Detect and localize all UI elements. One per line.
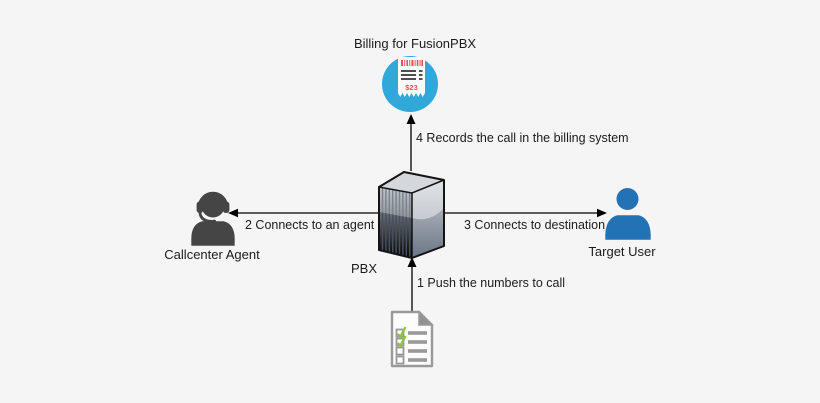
server-icon (378, 171, 445, 259)
arrowhead-up-to-pbx (407, 257, 417, 267)
agent-node-label: Callcenter Agent (164, 247, 260, 262)
target-user-node-label: Target User (588, 244, 656, 259)
checklist-document-icon (390, 310, 434, 368)
server-left-shine (379, 187, 412, 218)
server-vents (381, 187, 411, 258)
agent-body (188, 218, 238, 248)
receipt-barcode (401, 60, 423, 66)
server-front-face (412, 180, 444, 258)
edge-label-record-billing: 4 Records the call in the billing system (416, 131, 629, 145)
document-checklist-rows (395, 328, 427, 365)
server-outline (378, 171, 445, 259)
billing-node-label: Billing for FusionPBX (353, 36, 477, 51)
receipt-icon: $23 (382, 56, 438, 112)
receipt-lines (401, 70, 423, 80)
edge-label-connect-destination: 3 Connects to destination (464, 218, 606, 232)
arrowhead-right-to-target (597, 208, 607, 218)
receipt-paper (398, 57, 425, 97)
edge-label-push-numbers: 1 Push the numbers to call (417, 276, 565, 290)
target-user-body (602, 212, 654, 242)
agent-head (201, 194, 225, 218)
document-folded-corner (418, 310, 434, 326)
document-green-checks (396, 326, 407, 348)
receipt-amount-text: $23 (405, 83, 418, 92)
agent-headset-mic-boom (198, 212, 214, 223)
arrowhead-up-to-billing (406, 114, 416, 124)
support-agent-icon (188, 191, 238, 248)
agent-headset-mic (212, 219, 217, 224)
edge-label-connect-agent: 2 Connects to an agent (245, 218, 375, 232)
target-user-head (616, 188, 639, 210)
arrowhead-left-to-agent (228, 208, 238, 218)
server-inner-edges (378, 179, 445, 258)
agent-headset-left-cup (196, 201, 204, 213)
agent-headset-right-cup (222, 201, 230, 213)
pbx-node-label: PBX (350, 261, 378, 276)
user-icon (602, 188, 654, 242)
